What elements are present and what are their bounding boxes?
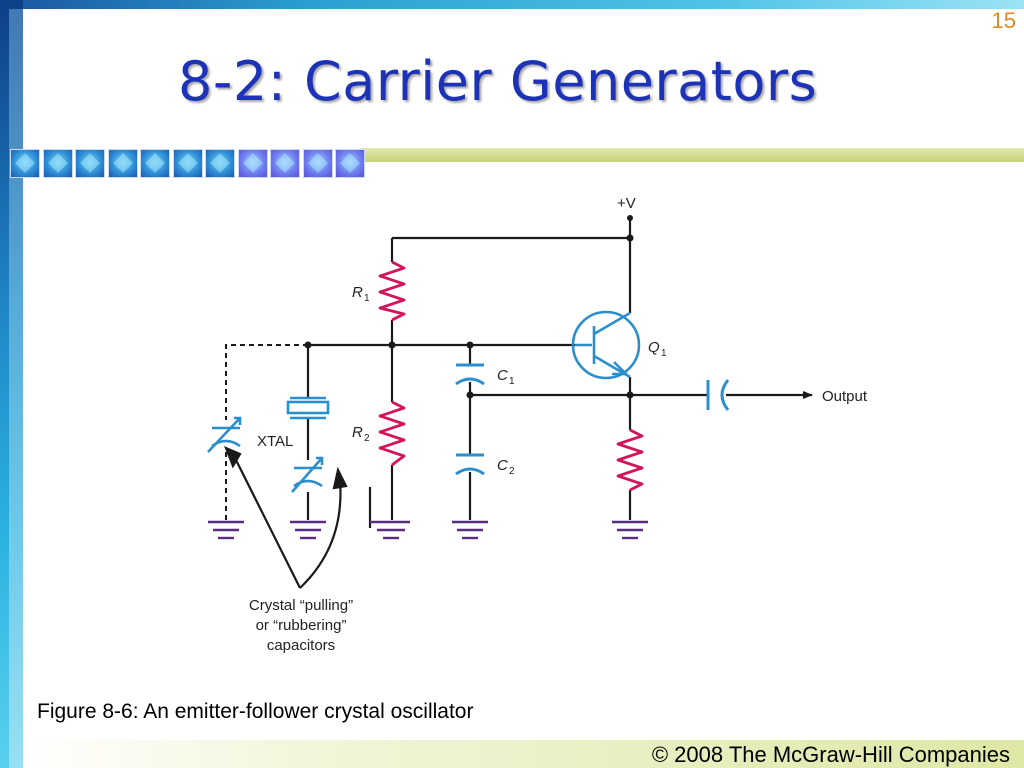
copyright-notice: © 2008 The McGraw-Hill Companies (651, 742, 1010, 767)
tile (205, 149, 235, 178)
xtal-label: XTAL (257, 433, 293, 450)
tile (335, 149, 365, 178)
pointer-arrows (224, 445, 348, 589)
tile (10, 149, 40, 178)
c2-subscript: 2 (509, 466, 515, 477)
ground-emitter (612, 520, 648, 540)
resistor-r1 (378, 260, 406, 322)
output-label: Output (822, 388, 868, 405)
capacitor-output (706, 379, 730, 411)
figure-caption: Figure 8-6: An emitter-follower crystal … (37, 700, 474, 723)
wires (306, 218, 813, 528)
variable-capacitor-left (207, 416, 242, 453)
grounds (208, 520, 648, 540)
decorative-tiles (10, 149, 368, 180)
top-band (0, 0, 1024, 9)
divider-strip (360, 148, 1024, 162)
r2-label: R (352, 424, 363, 441)
dashed-wire (225, 344, 308, 520)
resistor-r2 (378, 400, 406, 467)
tile (140, 149, 170, 178)
c1-label: C (497, 367, 508, 384)
tile (107, 149, 138, 178)
capacitor-c1 (455, 363, 485, 386)
c2-label: C (497, 457, 508, 474)
capacitor-c2 (455, 453, 485, 476)
tile (172, 149, 203, 178)
note-line-1: Crystal “pulling” (249, 597, 353, 614)
note-line-3: capacitors (267, 637, 335, 654)
tile (270, 149, 300, 178)
tile (237, 149, 268, 178)
crystal-xtal (286, 396, 330, 420)
ground-left (208, 520, 244, 540)
tile (75, 149, 105, 178)
left-band-highlight (9, 9, 23, 768)
r1-subscript: 1 (364, 293, 370, 304)
tile (302, 149, 333, 178)
slide-title: 8-2: Carrier Generators (178, 50, 818, 113)
r2-subscript: 2 (364, 433, 370, 444)
ground-xtal (290, 520, 326, 540)
c1-subscript: 1 (509, 376, 515, 387)
transistor-q1 (571, 310, 641, 380)
tile (42, 149, 73, 178)
q1-subscript: 1 (661, 348, 667, 359)
r1-label: R (352, 284, 363, 301)
junction-dots (304, 215, 634, 399)
resistor-emitter (616, 428, 644, 492)
ground-c2 (452, 520, 488, 540)
variable-capacitor-xtal (291, 456, 324, 493)
slide-number: 15 (991, 8, 1016, 33)
supply-label: +V (617, 195, 636, 212)
q1-label: Q (648, 339, 660, 356)
ground-r2 (370, 520, 410, 540)
note-line-2: or “rubbering” (256, 617, 347, 634)
bottom-band (23, 740, 1024, 768)
